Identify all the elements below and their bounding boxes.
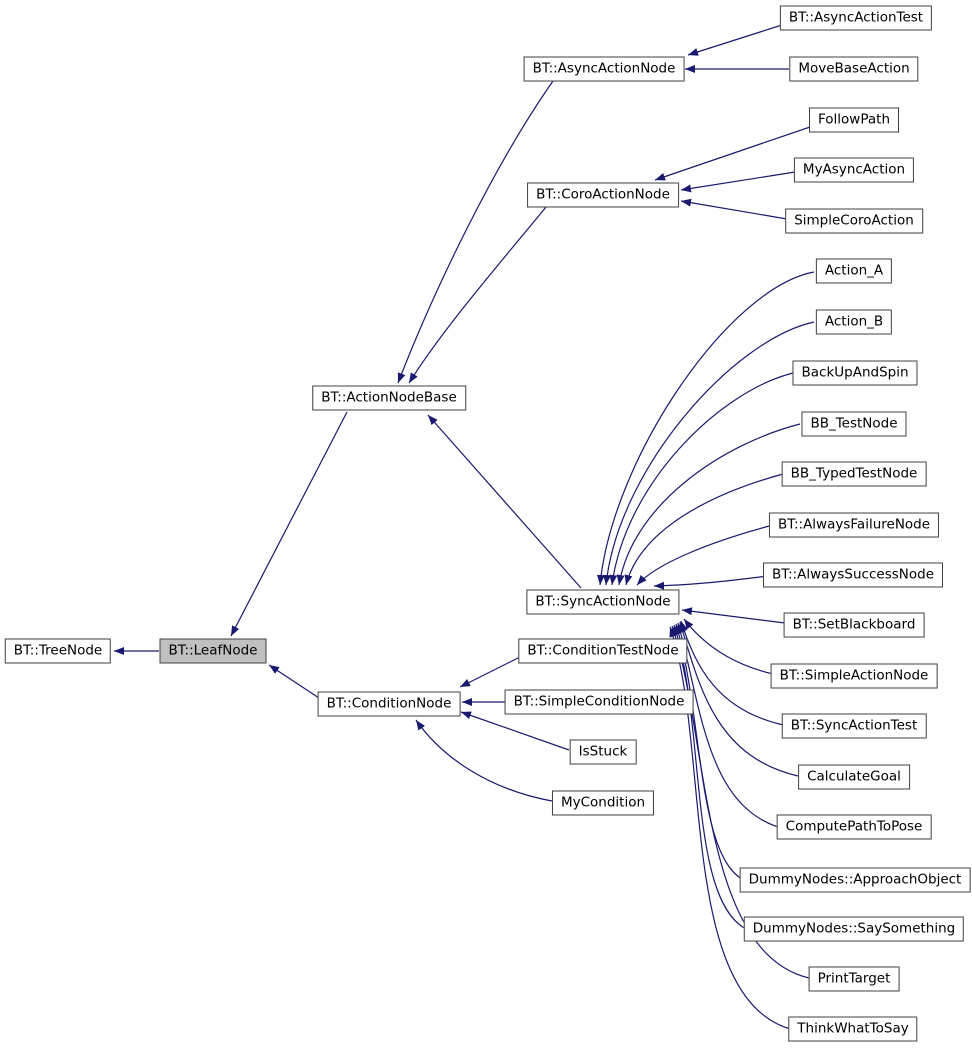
class-node-syncactionnode[interactable]: BT::SyncActionNode bbox=[526, 589, 680, 615]
class-node-asyncactiontest[interactable]: BT::AsyncActionTest bbox=[779, 5, 933, 31]
class-node-action_a[interactable]: Action_A bbox=[815, 258, 893, 284]
class-node-asyncactionnode[interactable]: BT::AsyncActionNode bbox=[523, 56, 685, 82]
class-node-bb_typedtestnode[interactable]: BB_TypedTestNode bbox=[781, 461, 927, 487]
inheritance-edge-isstuck-to-conditionnode bbox=[460, 711, 570, 751]
class-node-conditiontestnode[interactable]: BT::ConditionTestNode bbox=[518, 638, 688, 664]
inheritance-edge-printtarget-to-syncactionnode bbox=[671, 625, 810, 979]
class-node-simpleactionnode[interactable]: BT::SimpleActionNode bbox=[770, 663, 938, 689]
inheritance-edge-saysomething-to-syncactionnode bbox=[673, 624, 747, 930]
class-node-isstuck[interactable]: IsStuck bbox=[569, 739, 637, 765]
inheritance-edge-syncactionnode-to-actionnodebase bbox=[427, 414, 582, 589]
class-node-thinkwhattosay[interactable]: ThinkWhatToSay bbox=[788, 1016, 918, 1042]
inheritance-edge-bb_typedtestnode-to-syncactionnode bbox=[624, 473, 784, 586]
inheritance-edge-alwaysfailurenode-to-syncactionnode bbox=[636, 524, 774, 586]
class-node-syncactiontest[interactable]: BT::SyncActionTest bbox=[781, 713, 927, 739]
inheritance-edge-asyncactiontest-to-asyncactionnode bbox=[687, 24, 783, 56]
inheritance-edge-thinkwhattosay-to-syncactionnode bbox=[669, 626, 791, 1030]
class-node-coroactionnode[interactable]: BT::CoroActionNode bbox=[527, 182, 679, 208]
class-node-conditionnode[interactable]: BT::ConditionNode bbox=[317, 691, 461, 717]
class-node-movebaseaction[interactable]: MoveBaseAction bbox=[789, 56, 919, 82]
class-node-setblackboard[interactable]: BT::SetBlackboard bbox=[783, 612, 925, 638]
inheritance-edge-setblackboard-to-syncactionnode bbox=[681, 607, 786, 624]
class-node-myasyncaction[interactable]: MyAsyncAction bbox=[793, 157, 915, 183]
class-node-printtarget[interactable]: PrintTarget bbox=[808, 966, 900, 992]
class-node-calculategoal[interactable]: CalculateGoal bbox=[798, 764, 910, 790]
inheritance-edge-bb_testnode-to-syncactionnode bbox=[616, 423, 801, 586]
inheritance-edge-simplecoroaction-to-coroactionnode bbox=[680, 198, 788, 220]
class-node-alwaysfailurenode[interactable]: BT::AlwaysFailureNode bbox=[768, 512, 940, 538]
class-node-leafnode: BT::LeafNode bbox=[159, 638, 267, 664]
class-node-mycondition[interactable]: MyCondition bbox=[551, 790, 655, 816]
inheritance-edge-conditionnode-to-leafnode bbox=[268, 664, 320, 699]
class-node-treenode[interactable]: BT::TreeNode bbox=[4, 638, 112, 664]
inheritance-edge-followpath-to-coroactionnode bbox=[654, 126, 811, 181]
inheritance-edge-action_a-to-syncactionnode bbox=[596, 271, 815, 586]
inheritance-edge-coroactionnode-to-actionnodebase bbox=[408, 206, 547, 384]
class-node-action_b[interactable]: Action_B bbox=[815, 309, 893, 335]
class-node-backupandspin[interactable]: BackUpAndSpin bbox=[792, 360, 918, 386]
inheritance-edge-myasyncaction-to-coroactionnode bbox=[680, 171, 796, 193]
inheritance-edge-backupandspin-to-syncactionnode bbox=[609, 372, 794, 586]
class-node-simplecoroaction[interactable]: SimpleCoroAction bbox=[785, 208, 923, 234]
inheritance-edge-syncactiontest-to-syncactionnode bbox=[680, 620, 784, 726]
class-node-simpleconditionnode[interactable]: BT::SimpleConditionNode bbox=[504, 689, 694, 715]
class-node-followpath[interactable]: FollowPath bbox=[808, 107, 900, 133]
inheritance-arrows bbox=[114, 24, 815, 1030]
class-node-bb_testnode[interactable]: BB_TestNode bbox=[801, 411, 907, 437]
class-node-saysomething[interactable]: DummyNodes::SaySomething bbox=[743, 916, 965, 942]
class-node-approachobject[interactable]: DummyNodes::ApproachObject bbox=[739, 867, 971, 893]
inheritance-edge-actionnodebase-to-leafnode bbox=[230, 411, 348, 637]
class-node-computepathtopose[interactable]: ComputePathToPose bbox=[776, 814, 932, 840]
inheritance-edge-conditiontestnode-to-conditionnode bbox=[459, 656, 521, 688]
inheritance-edge-calculategoal-to-syncactionnode bbox=[678, 621, 799, 777]
inheritance-edge-mycondition-to-conditionnode bbox=[415, 719, 553, 802]
inheritance-edge-simpleactionnode-to-syncactionnode bbox=[683, 618, 774, 675]
inheritance-edge-asyncactionnode-to-actionnodebase bbox=[397, 80, 554, 384]
inheritance-edge-action_b-to-syncactionnode bbox=[603, 321, 815, 586]
class-node-actionnodebase[interactable]: BT::ActionNodeBase bbox=[312, 385, 466, 411]
class-node-alwayssuccessnode[interactable]: BT::AlwaysSuccessNode bbox=[762, 562, 944, 588]
inheritance-edge-alwayssuccessnode-to-syncactionnode bbox=[653, 575, 769, 590]
